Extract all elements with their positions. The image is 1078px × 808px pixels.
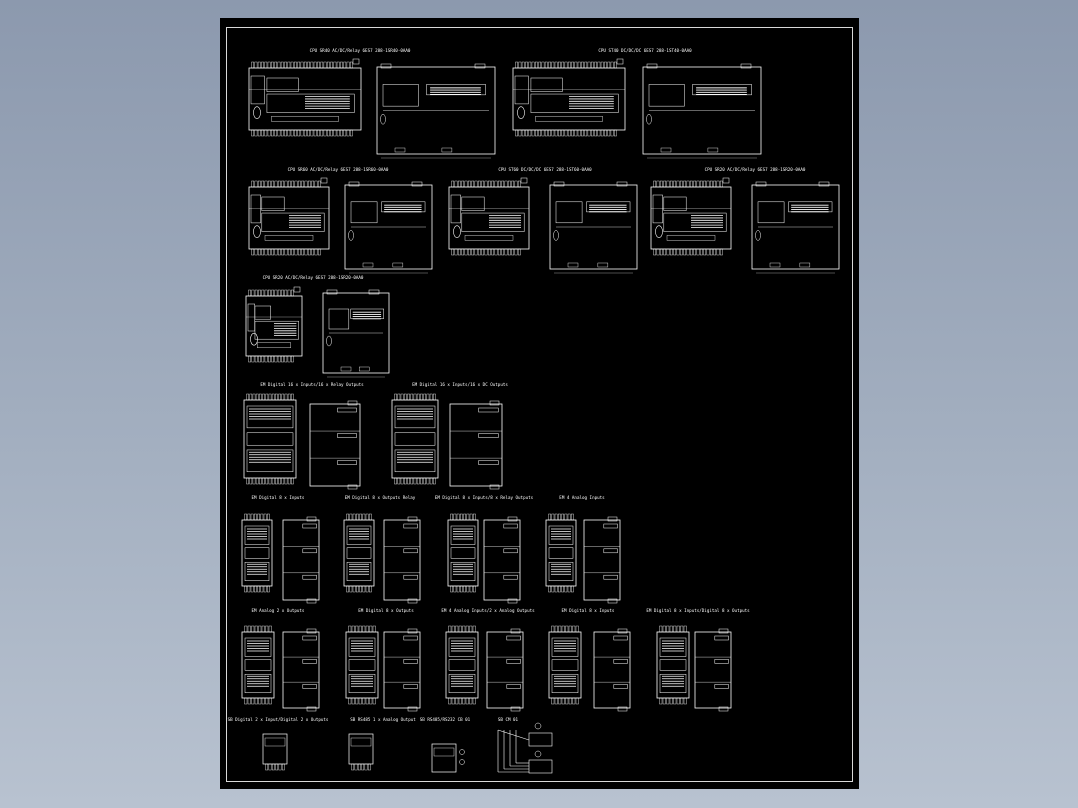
cpu-side-view xyxy=(376,63,496,159)
module-title: CPU SR20 AC/DC/Relay 6ES7 288-1SR20-0AA0 xyxy=(705,167,806,172)
module-side-view xyxy=(694,628,732,712)
module-title: EM Digital 8 x Outputs xyxy=(358,608,414,613)
module-side-view xyxy=(583,516,621,604)
module-front-view xyxy=(445,625,479,705)
drawing-sheet xyxy=(220,18,859,789)
module-title: EM Digital 8 x Outputs Relay xyxy=(345,495,416,500)
cpu-front-view xyxy=(448,177,530,256)
cpu-side-view xyxy=(322,289,390,378)
cpu-side-view xyxy=(549,181,638,274)
module-side-view xyxy=(282,516,320,604)
module-front-view xyxy=(545,513,577,593)
module-side-view xyxy=(486,628,524,712)
module-title: SB RS485 1 x Analog Output xyxy=(350,717,416,722)
signal-board xyxy=(348,733,374,771)
module-title: EM 4 Analog Inputs xyxy=(559,495,605,500)
drawing-border xyxy=(226,27,853,782)
module-side-view xyxy=(593,628,631,712)
module-title: EM Digital 8 x Inputs xyxy=(562,608,615,613)
module-title: EM Digital 16 x Inputs/16 x DC Outputs xyxy=(412,382,508,387)
module-title: CPU ST40 DC/DC/DC 6ES7 288-1ST40-0AA0 xyxy=(598,48,692,53)
cpu-front-view xyxy=(512,58,626,137)
module-title: CPU SR20 AC/DC/Relay 6ES7 288-1SR20-0AA0 xyxy=(263,275,364,280)
module-side-view xyxy=(483,516,521,604)
module-front-view xyxy=(345,625,379,705)
module-title: SB RS485/RS232 CB 01 xyxy=(420,717,471,722)
module-side-view xyxy=(383,516,421,604)
module-title: SB CM 01 xyxy=(498,717,519,722)
cpu-side-view xyxy=(751,181,840,274)
module-side-view xyxy=(309,400,361,490)
module-front-view xyxy=(241,513,273,593)
module-front-view xyxy=(548,625,582,705)
module-title: EM Digital 8 x Inputs xyxy=(252,495,305,500)
module-side-view xyxy=(383,628,421,712)
signal-board xyxy=(431,743,465,773)
signal-board xyxy=(262,733,288,771)
module-front-view xyxy=(343,513,375,593)
module-title: EM Analog 2 x Outputs xyxy=(252,608,305,613)
module-side-view xyxy=(282,628,320,712)
module-title: SB Digital 2 x Input/Digital 2 x Outputs xyxy=(228,717,329,722)
module-title: CPU ST60 DC/DC/DC 6ES7 288-1ST60-0AA0 xyxy=(498,167,592,172)
module-front-view xyxy=(241,625,275,705)
module-side-view xyxy=(449,400,503,490)
cpu-front-view xyxy=(248,58,362,137)
module-front-view xyxy=(391,393,439,485)
module-title: EM Digital 16 x Inputs/16 x Relay Output… xyxy=(260,382,364,387)
module-front-view xyxy=(243,393,297,485)
module-front-view xyxy=(447,513,479,593)
module-title: EM Digital 8 x Inputs/8 x Relay Outputs xyxy=(435,495,534,500)
module-title: EM 4 Analog Inputs/2 x Analog Outputs xyxy=(441,608,535,613)
module-title: CPU SR40 AC/DC/Relay 6ES7 288-1SR40-0AA0 xyxy=(310,48,411,53)
cpu-front-view xyxy=(248,177,330,256)
cpu-front-view xyxy=(650,177,732,256)
cpu-side-view xyxy=(344,181,433,274)
wiring-diagram xyxy=(497,722,553,774)
module-title: EM Digital 8 x Inputs/Digital 8 x Output… xyxy=(646,608,750,613)
module-front-view xyxy=(656,625,690,705)
cpu-side-view xyxy=(642,63,762,159)
cpu-front-view xyxy=(245,286,303,363)
module-title: CPU SR60 AC/DC/Relay 6ES7 288-1SR60-0AA0 xyxy=(288,167,389,172)
